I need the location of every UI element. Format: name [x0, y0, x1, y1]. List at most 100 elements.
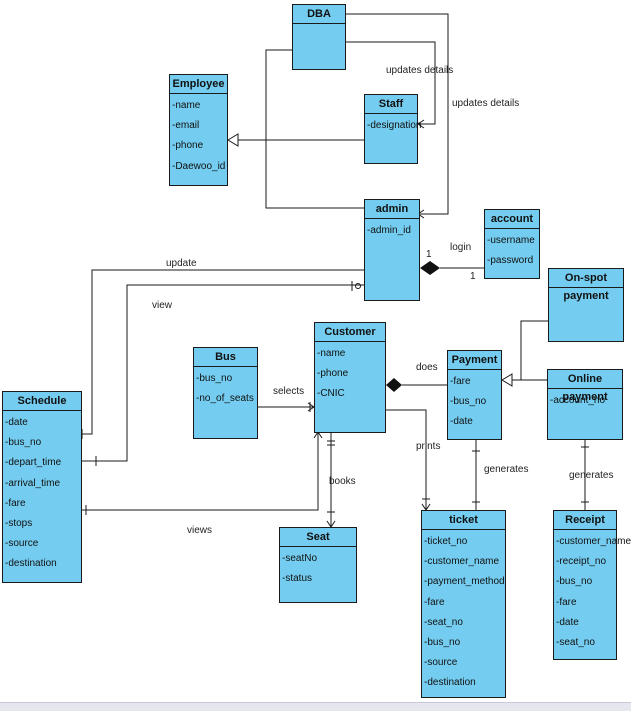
label-generates-ticket: generates: [484, 464, 529, 475]
attr-bus-no: -bus_no: [196, 373, 233, 384]
attr-seat-no: -seatNo: [282, 553, 318, 564]
class-seat[interactable]: Seat -seatNo -status: [279, 527, 357, 603]
class-seat-attributes: -seatNo -status: [280, 547, 356, 589]
label-updates-details-staff: updates details: [386, 65, 454, 76]
generalization-arrow-payment: [501, 373, 513, 387]
attr-payment-bus-no: -bus_no: [450, 396, 487, 408]
attr-schedule-stops: -stops: [5, 518, 33, 530]
class-dba-title: DBA: [293, 5, 345, 24]
class-bus-attributes: -bus_no -no_of_seats: [194, 367, 257, 409]
class-staff-title: Staff: [365, 95, 417, 114]
class-onspot-payment-title: On-spot payment: [549, 269, 623, 302]
class-schedule-title: Schedule: [3, 392, 81, 411]
attr-ticket-seat-no: -seat_no: [424, 616, 463, 628]
window-bottom-bar: [0, 702, 631, 711]
edge-dba-admin-left: [265, 49, 364, 209]
label-generates-receipt: generates: [569, 470, 614, 481]
attr-employee-name: -name: [172, 100, 201, 111]
class-schedule-attributes: -date -bus_no -depart_time -arrival_time…: [3, 411, 81, 575]
class-staff-attributes: -designation: [365, 114, 422, 136]
attr-schedule-date: -date: [5, 417, 28, 428]
composition-diamond-customer: [386, 378, 402, 392]
class-schedule[interactable]: Schedule -date -bus_no -depart_time -arr…: [2, 391, 82, 583]
attr-schedule-source: -source: [5, 538, 39, 550]
class-online-payment[interactable]: Online payment -account_no: [547, 369, 623, 440]
class-employee-attributes: -name -email -phone -Daewoo_id: [170, 94, 227, 177]
attr-admin-id: -admin_id: [367, 225, 411, 236]
edge-dba-admin: [346, 13, 449, 215]
edge-prints: [386, 409, 427, 510]
class-bus[interactable]: Bus -bus_no -no_of_seats: [193, 347, 258, 439]
class-admin-attributes: -admin_id: [365, 219, 419, 241]
class-ticket-attributes: -ticket_no -customer_name -payment_metho…: [422, 530, 505, 694]
class-customer-attributes: -name -phone -CNIC: [315, 342, 385, 405]
attr-receipt-no: -receipt_no: [556, 556, 607, 568]
attr-ticket-no: -ticket_no: [424, 536, 468, 547]
attr-bus-seats: -no_of_seats: [196, 393, 254, 405]
class-payment-title: Payment: [448, 351, 501, 370]
label-books: books: [329, 476, 356, 487]
class-onspot-payment[interactable]: On-spot payment: [548, 268, 624, 342]
label-updates-details-admin: updates details: [452, 98, 520, 109]
class-account-attributes: -username -password: [485, 229, 539, 271]
class-account-title: account: [485, 210, 539, 229]
generalization-arrow-employee: [227, 133, 239, 147]
attr-employee-phone: -phone: [172, 140, 204, 152]
edge-dba-staff: [346, 41, 436, 125]
attr-staff-designation: -designation: [367, 120, 422, 131]
class-admin[interactable]: admin -admin_id: [364, 199, 420, 301]
attr-customer-phone: -phone: [317, 368, 349, 380]
class-ticket-title: ticket: [422, 511, 505, 530]
class-dba[interactable]: DBA: [292, 4, 346, 70]
attr-online-account-no: -account_no: [550, 395, 606, 406]
attr-receipt-date: -date: [556, 616, 579, 628]
class-online-payment-attributes: -account_no: [548, 389, 622, 411]
class-payment-attributes: -fare -bus_no -date: [448, 370, 501, 433]
attr-ticket-source: -source: [424, 657, 458, 669]
class-customer[interactable]: Customer -name -phone -CNIC: [314, 322, 386, 433]
attr-account-username: -username: [487, 235, 535, 246]
composition-diamond-admin: [420, 261, 440, 275]
class-receipt[interactable]: Receipt -customer_name -receipt_no -bus_…: [553, 510, 631, 660]
label-login-mult-admin: 1: [426, 249, 432, 260]
class-customer-title: Customer: [315, 323, 385, 342]
attr-payment-fare: -fare: [450, 376, 471, 387]
class-ticket[interactable]: ticket -ticket_no -customer_name -paymen…: [421, 510, 506, 698]
attr-account-password: -password: [487, 255, 534, 267]
class-staff[interactable]: Staff -designation: [364, 94, 422, 164]
label-prints: prints: [416, 441, 441, 452]
attr-employee-daewoo-id: -Daewoo_id: [172, 160, 226, 172]
attr-customer-cnic: -CNIC: [317, 388, 345, 400]
attr-receipt-bus-no: -bus_no: [556, 576, 593, 588]
class-online-payment-title: Online payment: [548, 370, 622, 403]
attr-customer-name: -name: [317, 348, 346, 359]
class-receipt-attributes: -customer_name -receipt_no -bus_no -fare…: [554, 530, 631, 653]
attr-ticket-payment-method: -payment_method: [424, 576, 505, 588]
attr-schedule-depart-time: -depart_time: [5, 457, 62, 469]
class-seat-title: Seat: [280, 528, 356, 547]
label-selects: selects: [273, 386, 305, 397]
attr-schedule-arrival-time: -arrival_time: [5, 477, 61, 489]
circle-mark-update: [355, 283, 361, 289]
class-employee[interactable]: Employee -name -email -phone -Daewoo_id: [169, 74, 228, 186]
class-payment[interactable]: Payment -fare -bus_no -date: [447, 350, 502, 440]
attr-payment-date: -date: [450, 416, 473, 428]
label-login-mult-account: 1: [470, 271, 476, 282]
attr-ticket-destination: -destination: [424, 677, 476, 689]
class-receipt-title: Receipt: [554, 511, 616, 530]
class-account[interactable]: account -username -password: [484, 209, 540, 279]
edge-view: [82, 284, 364, 462]
label-update: update: [166, 258, 197, 269]
attr-receipt-seat-no: -seat_no: [556, 637, 595, 649]
attr-ticket-bus-no: -bus_no: [424, 637, 461, 649]
label-does: does: [416, 362, 438, 373]
attr-seat-status: -status: [282, 573, 313, 585]
attr-schedule-destination: -destination: [5, 558, 57, 570]
edge-onspot-payment: [512, 320, 548, 381]
attr-schedule-bus-no: -bus_no: [5, 437, 42, 449]
edge-update: [82, 269, 364, 435]
class-employee-title: Employee: [170, 75, 227, 94]
label-login: login: [450, 242, 472, 253]
edge-views: [82, 433, 319, 511]
